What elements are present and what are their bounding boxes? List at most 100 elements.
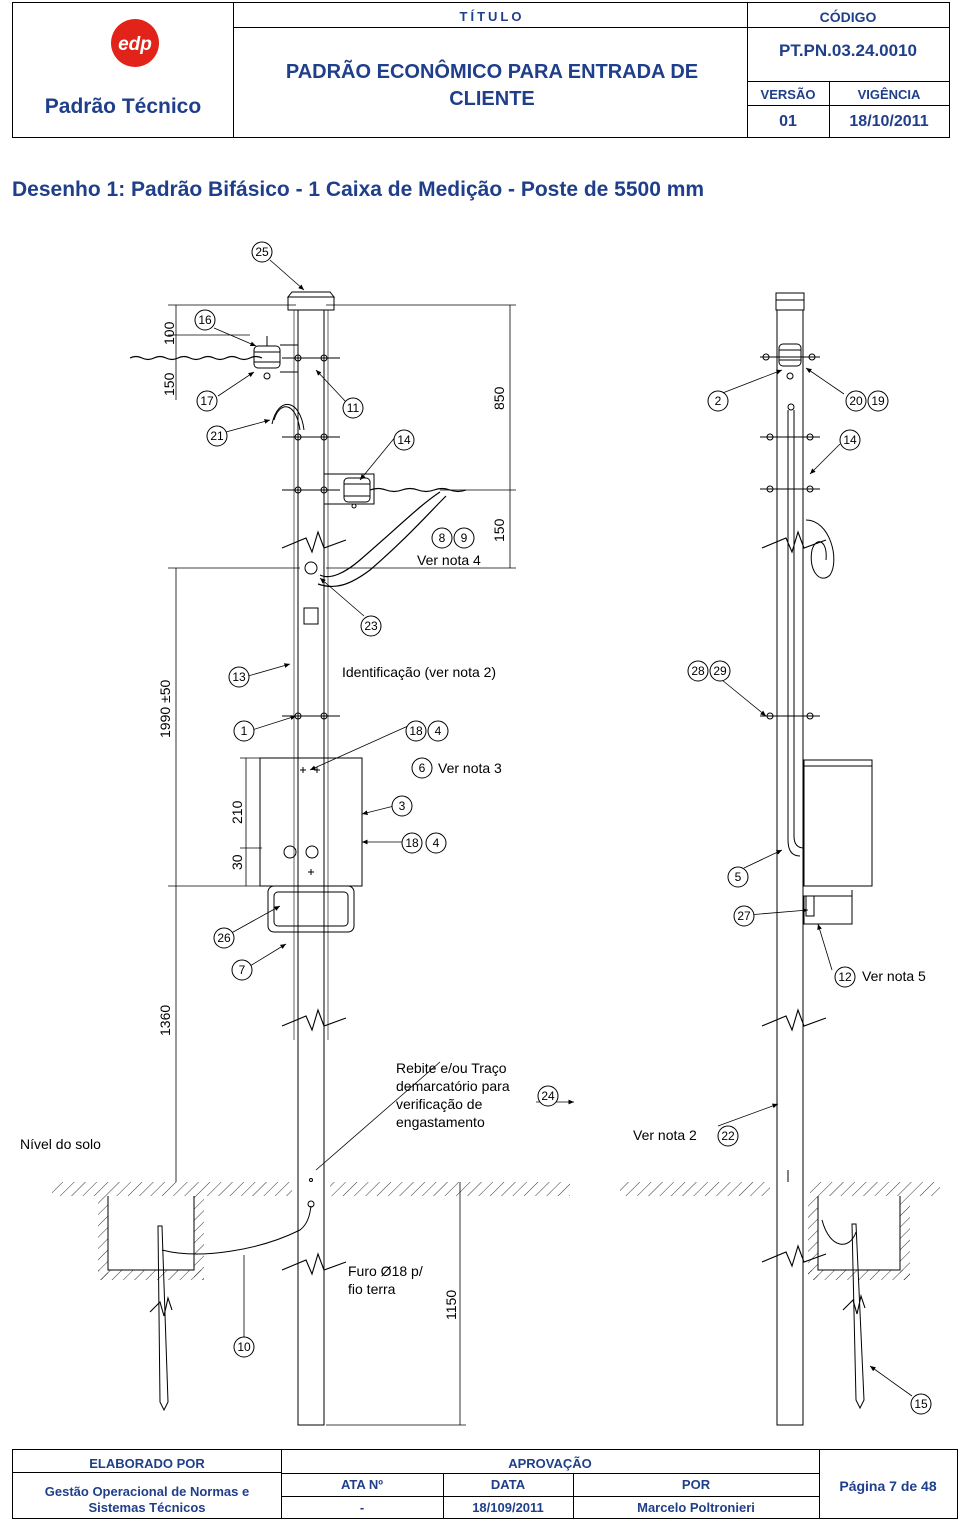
callout-1: 1 — [233, 720, 255, 742]
callout-14b: 14 — [839, 429, 861, 451]
svg-text:6: 6 — [419, 761, 426, 775]
dim-850: 850 — [491, 386, 507, 410]
footer-divider — [819, 1450, 820, 1518]
dim-100: 100 — [161, 321, 177, 345]
svg-text:15: 15 — [914, 1397, 928, 1411]
svg-text:18: 18 — [405, 836, 419, 850]
svg-text:12: 12 — [838, 970, 852, 984]
callout-24: 24 — [537, 1085, 559, 1107]
left-pole — [286, 291, 336, 1426]
svg-text:23: 23 — [364, 619, 378, 633]
note-furo-1: Furo Ø18 p/ — [348, 1263, 423, 1279]
callout-22: 22 — [717, 1125, 739, 1147]
note-ver-nota-4: Ver nota 4 — [417, 552, 481, 568]
callout-18b: 18 — [401, 832, 423, 854]
svg-text:11: 11 — [347, 401, 360, 415]
drawing-title: Desenho 1: Padrão Bifásico - 1 Caixa de … — [12, 178, 705, 201]
pole-clamps-left — [282, 354, 340, 720]
ground-right — [620, 1182, 940, 1280]
dim-150-top: 150 — [161, 372, 177, 396]
callout-3: 3 — [391, 795, 413, 817]
note-furo-2: fio terra — [348, 1281, 396, 1297]
svg-text:28: 28 — [691, 664, 705, 678]
dim-30: 30 — [229, 854, 245, 870]
right-pole — [775, 292, 805, 1426]
ata-value: - — [359, 1500, 365, 1515]
note-ver-nota-2: Ver nota 2 — [633, 1127, 697, 1143]
svg-text:4: 4 — [433, 836, 440, 850]
dim-150-mid: 150 — [491, 518, 507, 542]
dim-1990: 1990 ±50 — [157, 679, 173, 738]
document-header: edp Padrão Técnico TÍTULO PADRÃO ECONÔMI… — [12, 2, 950, 138]
approval-label: APROVAÇÃO — [508, 1456, 592, 1471]
conduit-entry — [304, 561, 318, 575]
meter-box-right — [803, 759, 873, 925]
svg-text:26: 26 — [217, 931, 231, 945]
svg-text:14: 14 — [397, 433, 411, 447]
ground-rod-right — [851, 1223, 865, 1410]
ata-label: ATA Nº — [340, 1477, 384, 1492]
document-footer: ELABORADO POR Gestão Operacional de Norm… — [12, 1449, 958, 1519]
code-value: PT.PN.03.24.0010 — [779, 41, 917, 60]
note-nivel-solo: Nível do solo — [20, 1136, 101, 1152]
service-drop-upper — [129, 355, 263, 361]
note-ver-nota-3: Ver nota 3 — [438, 760, 502, 776]
header-divider — [233, 3, 234, 137]
callout-5: 5 — [727, 866, 749, 888]
title-label: TÍTULO — [459, 9, 525, 24]
svg-text:21: 21 — [210, 429, 224, 443]
callout-13: 13 — [228, 666, 250, 688]
svg-text:14: 14 — [843, 433, 857, 447]
svg-text:16: 16 — [198, 313, 212, 327]
leader-lines — [213, 259, 913, 1397]
identification-plate — [303, 607, 319, 625]
callout-4a: 4 — [427, 720, 449, 742]
svg-text:13: 13 — [232, 670, 246, 684]
validity-value: 18/10/2011 — [849, 113, 929, 130]
conductor-loop — [319, 491, 441, 578]
break-marks — [149, 530, 866, 1317]
svg-text:2: 2 — [715, 394, 722, 408]
note-rebite-2: demarcatório para — [396, 1078, 510, 1094]
pole-clamps-right — [760, 353, 820, 720]
page-number: Página 7 de 48 — [839, 1478, 937, 1494]
note-ver-nota-5: Ver nota 5 — [862, 968, 926, 984]
callout-10: 10 — [233, 1336, 255, 1358]
svg-text:22: 22 — [721, 1129, 735, 1143]
callout-29: 29 — [709, 660, 731, 682]
hook-left — [273, 406, 301, 431]
callout-21: 21 — [206, 425, 228, 447]
callout-11: 11 — [342, 397, 364, 419]
callout-15: 15 — [910, 1393, 932, 1415]
title-line-1: PADRÃO ECONÔMICO PARA ENTRADA DE — [285, 61, 699, 83]
callout-25: 25 — [251, 241, 273, 263]
prepared-value-2: Sistemas Técnicos — [88, 1500, 206, 1515]
note-identificacao: Identificação (ver nota 2) — [342, 664, 496, 680]
callout-16: 16 — [194, 309, 216, 331]
por-value: Marcelo Poltronieri — [637, 1500, 755, 1515]
code-label: CÓDIGO — [819, 9, 877, 25]
svg-text:19: 19 — [871, 394, 885, 408]
meter-box-left — [259, 757, 363, 933]
callout-9: 9 — [453, 527, 475, 549]
dim-1150: 1150 — [443, 1290, 459, 1320]
title-line-2: CLIENTE — [449, 88, 535, 110]
upper-insulator — [253, 336, 299, 380]
dim-1360: 1360 — [157, 1005, 173, 1036]
prepared-label: ELABORADO POR — [89, 1456, 205, 1471]
callout-20: 20 — [845, 390, 867, 412]
footer-rule — [13, 1472, 281, 1473]
note-rebite-3: verificação de — [396, 1096, 483, 1112]
callout-7: 7 — [231, 959, 253, 981]
dimension-lines — [168, 304, 516, 1426]
callout-6: 6 — [411, 757, 433, 779]
header-rule — [233, 27, 747, 28]
svg-text:20: 20 — [849, 394, 863, 408]
callout-8: 8 — [431, 527, 453, 549]
callout-19: 19 — [867, 390, 889, 412]
svg-text:8: 8 — [439, 531, 446, 545]
date-value: 18/109/2011 — [472, 1500, 544, 1515]
svg-text:18: 18 — [409, 724, 423, 738]
version-label: VERSÃO — [760, 87, 816, 102]
svg-text:24: 24 — [541, 1089, 555, 1103]
